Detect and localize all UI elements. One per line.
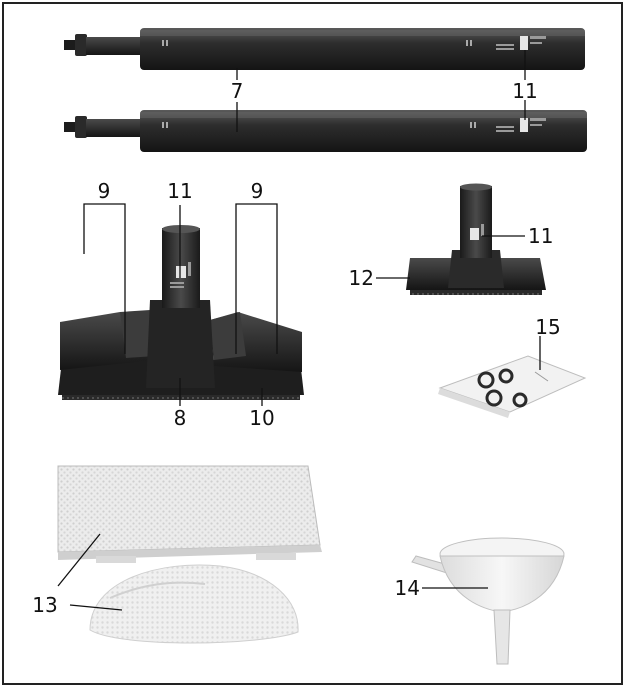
- funnel: [411, 537, 565, 665]
- callout-13: 13: [32, 593, 57, 617]
- callout-8: 8: [174, 406, 187, 430]
- callout-7: 7: [231, 79, 244, 103]
- callout-14: 14: [395, 576, 420, 600]
- callout-11-small: 11: [528, 224, 553, 248]
- leader-9-left: [83, 203, 126, 354]
- callout-15: 15: [535, 315, 560, 339]
- callout-9-right: 9: [251, 179, 264, 203]
- extension-rod-top: [64, 28, 585, 70]
- washer-pack: [438, 355, 587, 418]
- extension-rod-bottom: [64, 110, 587, 152]
- leader-9-right: [235, 203, 278, 354]
- callout-11-rod: 11: [512, 79, 537, 103]
- microfibre-cloth: [57, 465, 322, 563]
- callout-9-left: 9: [98, 179, 111, 203]
- callout-11-nozzle: 11: [167, 179, 192, 203]
- hand-nozzle: [406, 183, 546, 295]
- floor-nozzle: [58, 225, 304, 400]
- leader-13-cloth: [57, 533, 101, 587]
- callout-12: 12: [349, 266, 374, 290]
- terry-cover: [89, 564, 299, 644]
- leader-13-cover: [69, 604, 123, 611]
- callout-10: 10: [249, 406, 274, 430]
